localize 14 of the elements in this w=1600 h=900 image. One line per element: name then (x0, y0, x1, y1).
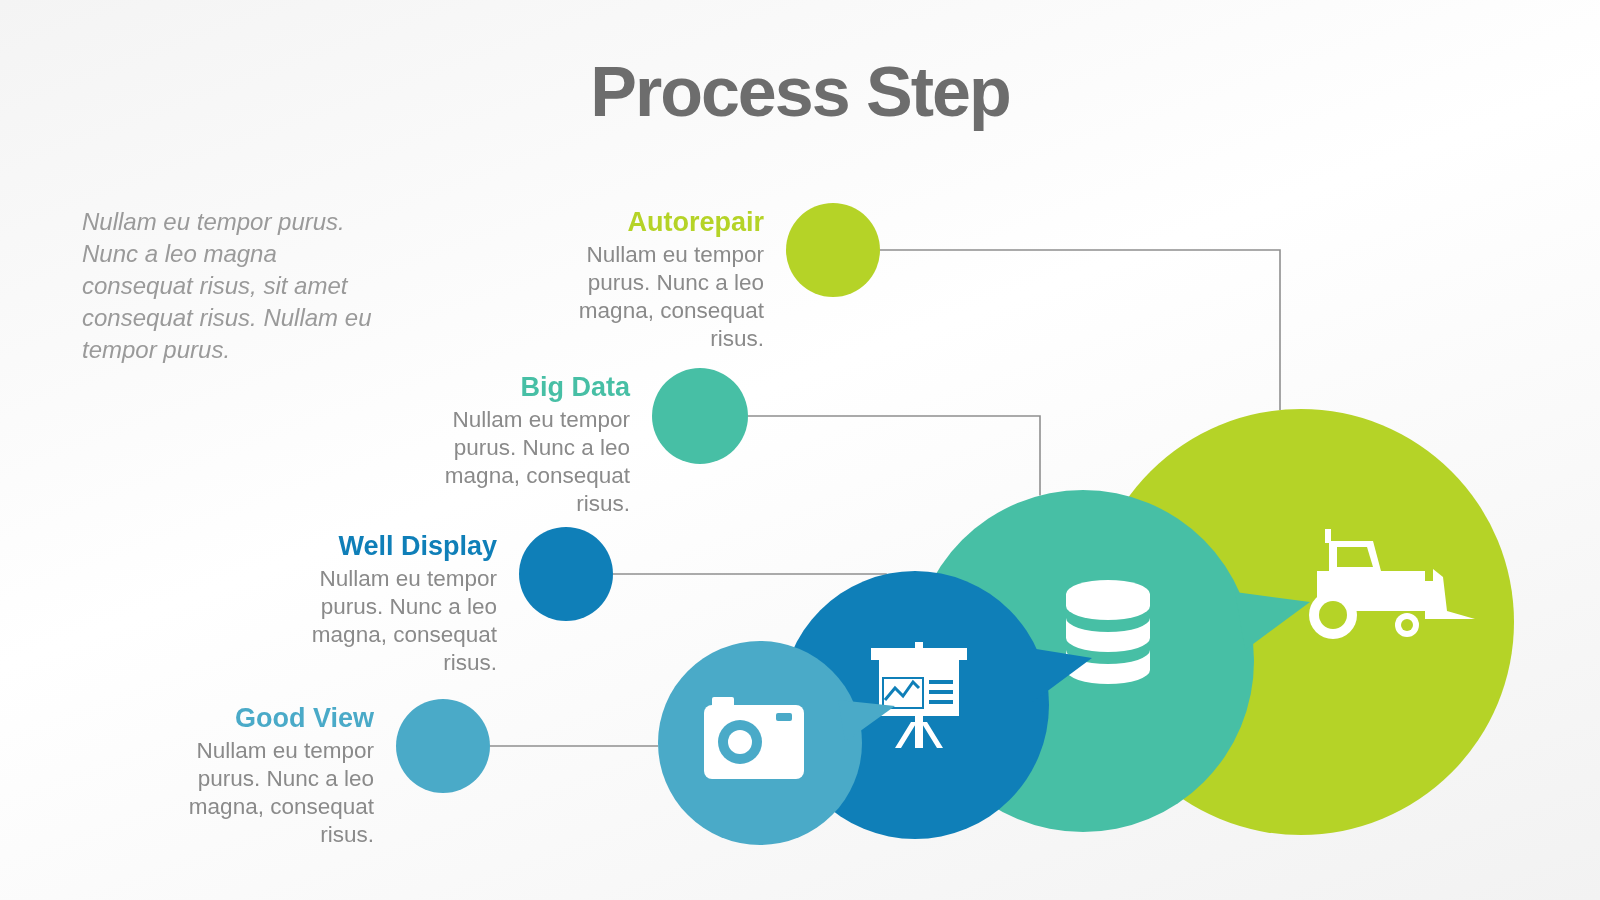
step-description: Nullam eu tempor purus. Nunc a leo magna, consequat risus. (577, 241, 764, 353)
connector-line (879, 249, 1281, 411)
connector-line (489, 745, 659, 747)
title: Process Step (589, 52, 1011, 132)
step-heading: Big Data (519, 372, 630, 402)
step-description: Nullam eu tempor purus. Nunc a leo magna, consequat risus. (310, 565, 497, 677)
description-text: Nullam eu tempor purus. Nunc a leo magna consequat risus, sit amet consequat risus. Nullam eu tempor purus. (82, 207, 373, 365)
step-heading: Autorepair (626, 207, 764, 237)
connector-line (747, 415, 1041, 497)
step-heading: Good View (233, 703, 374, 733)
step-description: Nullam eu tempor purus. Nunc a leo magna, consequat risus. (187, 737, 374, 849)
step-heading: Well Display (337, 531, 497, 561)
connector-line (612, 573, 888, 575)
step-description: Nullam eu tempor purus. Nunc a leo magna, consequat risus. (443, 406, 630, 518)
